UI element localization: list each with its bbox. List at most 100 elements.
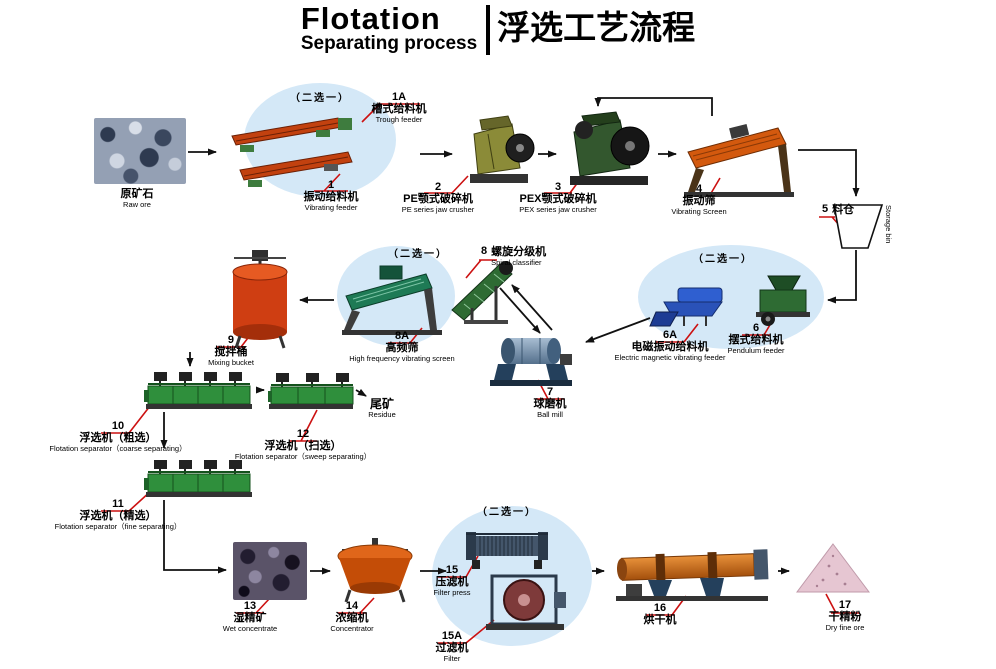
choose-one-note-filters: （二选一） [477,507,537,518]
flotation-machine-sweep-equipment [268,373,354,409]
label-em-vibrating-feeder: 6A 电磁振动给料机 Electric magnetic vibrating f… [614,329,726,363]
label-en: Concentrator [330,624,374,633]
label-en: Trough feeder [375,115,423,124]
label-en: Vibrating feeder [304,203,358,212]
label-en: Ball mill [537,410,563,419]
label-zh: 振动筛 [682,195,716,207]
rotary-dryer-equipment [616,549,769,601]
spiral-classifier-equipment [451,261,513,324]
label-zh: 搅拌桶 [214,346,248,358]
label-storage-bin: 5 料仓 [822,203,855,217]
mixing-bucket-equipment [232,250,288,349]
label-en: Flotation separator（coarse separating） [49,444,187,453]
label-en: Raw ore [123,200,151,209]
label-en: Flotation separator（fine separating） [54,522,182,531]
label-number: 5 [822,203,829,215]
label-ball-mill: 7 球磨机 Ball mill [534,386,567,420]
label-number: 8 [481,245,488,257]
label-en: Pendulum feeder [727,346,785,355]
title-sub: Separating process [300,33,478,54]
label-number: 7 [546,386,554,398]
label-number: 8A [394,330,410,342]
label-hf-screen: 8A 高频筛 High frequency vibrating screen [349,330,455,364]
label-en: High frequency vibrating screen [349,354,455,363]
label-number: 14 [345,600,359,612]
title-english: Flotation Separating process [301,3,477,55]
label-en: Residue [368,410,396,419]
label-number: 11 [112,498,124,510]
page-title: Flotation Separating process 浮选工艺流程 [0,3,996,55]
label-number: 4 [695,183,703,195]
flow-arrows [160,97,860,575]
label-spiral-classifier: 8 螺旋分级机 Spiral classifier [481,245,546,268]
label-zh: 湿精矿 [233,612,267,624]
label-zh: 浓缩机 [335,612,369,624]
label-zh: 浮选机（精选） [79,510,157,522]
label-zh: 干精粉 [828,611,862,623]
label-pe-jaw-crusher: 2 PE颚式破碎机 PE series jaw crusher [401,181,475,215]
choose-one-note-screen: （二选一） [388,249,448,260]
label-en: Flotation separator（sweep separating） [234,452,372,461]
label-trough-feeder: 1A 槽式给料机 Trough feeder [371,92,427,125]
label-en: Filter [443,654,461,663]
filter-press-equipment [466,532,548,569]
label-zh: 槽式给料机 [371,103,427,115]
pe-jaw-crusher-equipment [470,115,535,183]
label-zh: 料仓 [832,204,855,216]
flotation-machine-fine-equipment [144,460,252,497]
label-flotation-coarse: 10 浮选机（粗选） Flotation separator（coarse se… [49,420,187,454]
label-vibrating-screen: 4 振动筛 Vibrating Screen [671,183,727,217]
label-flotation-sweep: 12 浮选机（扫选） Flotation separator（sweep sep… [234,429,372,462]
raw-ore-image [94,118,186,184]
label-en: Dry fine ore [825,623,865,632]
concentrator-equipment [337,538,413,603]
label-concentrator: 14 浓缩机 Concentrator [330,600,374,634]
high-frequency-screen-equipment [342,265,442,335]
label-pendulum-feeder: 6 摆式给料机 Pendulum feeder [727,322,785,356]
label-vibrating-feeder: 1 振动给料机 Vibrating feeder [303,179,359,213]
label-flotation-fine: 11 浮选机（精选） Flotation separator（fine sepa… [54,498,182,532]
choose-one-note-feeders: （二选一） [290,93,350,104]
label-number: 9 [227,334,235,346]
label-residue: 尾矿 Residue [368,398,396,419]
label-number: 16 [653,602,667,614]
label-mixing-bucket: 9 搅拌桶 Mixing bucket [208,334,254,368]
label-filter-press: 15 压滤机 Filter press [433,564,471,598]
label-zh: 振动给料机 [303,191,359,203]
label-number: 6A [662,329,678,341]
pex-jaw-crusher-equipment [570,111,650,185]
label-en: Wet concentrate [222,624,278,633]
label-dry-fine-ore: 17 干精粉 Dry fine ore [825,599,865,633]
label-zh: 高频筛 [385,342,419,354]
electromagnetic-vibrating-feeder-equipment [649,287,723,327]
label-zh: 摆式给料机 [728,334,784,346]
label-en: Vibrating Screen [671,207,727,216]
label-number: 17 [838,599,852,611]
label-number: 6 [752,322,760,334]
ball-mill-equipment [490,338,572,386]
label-en: Electric magnetic vibrating feeder [614,353,726,362]
label-zh: PEX颚式破碎机 [519,193,597,205]
vibrating-screen-equipment [684,123,794,197]
label-zh: 浮选机（粗选） [79,432,157,444]
label-en: PE series jaw crusher [401,205,475,214]
pendulum-feeder-equipment [756,275,810,326]
label-zh: 烘干机 [643,614,677,626]
title-divider [486,5,491,55]
label-en: Spiral classifier [491,258,542,267]
label-en: Filter press [433,588,471,597]
label-number: 10 [111,420,125,432]
label-zh: 尾矿 [369,397,394,411]
label-number: 15 [445,564,459,576]
label-en: PEX series jaw crusher [519,205,597,214]
storage-bin-shape [833,204,884,249]
label-raw-ore: 原矿石 Raw ore [121,188,154,209]
label-number: 1 [327,179,335,191]
label-zh: 电磁振动给料机 [631,341,709,353]
title-main: Flotation [300,1,441,36]
flotation-machine-coarse-equipment [144,372,252,409]
drum-filter-equipment [486,574,566,630]
label-number: 3 [554,181,562,193]
label-number: 2 [434,181,442,193]
